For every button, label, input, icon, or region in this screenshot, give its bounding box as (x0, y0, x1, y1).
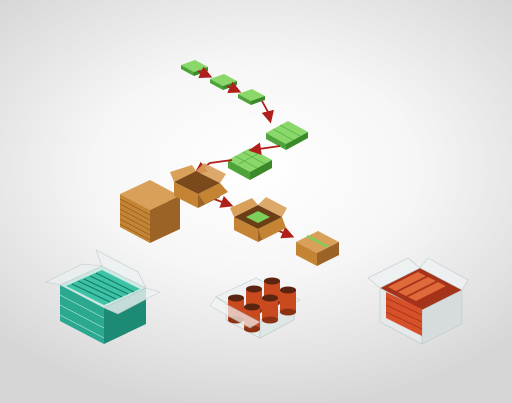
arrow-right-icon (197, 66, 213, 79)
product-piece-3 (238, 89, 265, 105)
arrow-right-icon (213, 195, 234, 208)
arrow-right-icon (226, 81, 242, 94)
product-stack-large (228, 148, 272, 180)
flat-carton-stack (119, 180, 180, 243)
product-stack-small (266, 121, 308, 150)
product-piece-2 (210, 74, 237, 90)
sealed-carton (296, 231, 339, 266)
teal-tray-box (45, 249, 161, 344)
open-carton-filling (170, 163, 228, 208)
orange-insert-box (367, 257, 469, 345)
arrow-right-icon (261, 100, 274, 124)
arrow-right-icon (248, 142, 281, 155)
jar-tray (209, 277, 301, 339)
carton-with-product (230, 197, 287, 242)
